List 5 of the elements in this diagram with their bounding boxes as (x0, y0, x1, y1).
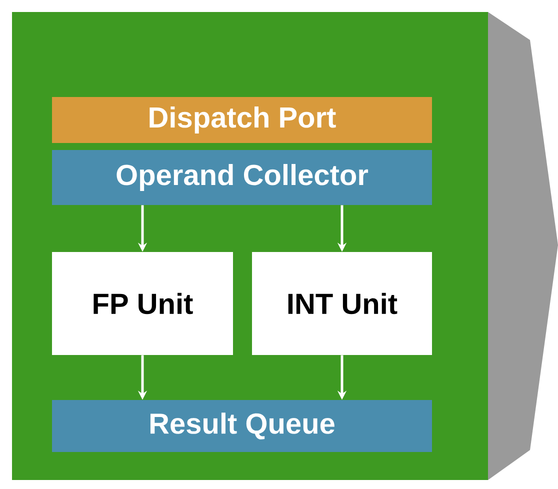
unit-box: INT Unit (252, 252, 432, 355)
queue-bar: Result Queue (52, 400, 432, 452)
collector-bar: Operand Collector (52, 150, 432, 205)
unit-box: FP Unit (52, 252, 233, 355)
port-bar: Dispatch Port (52, 97, 432, 143)
